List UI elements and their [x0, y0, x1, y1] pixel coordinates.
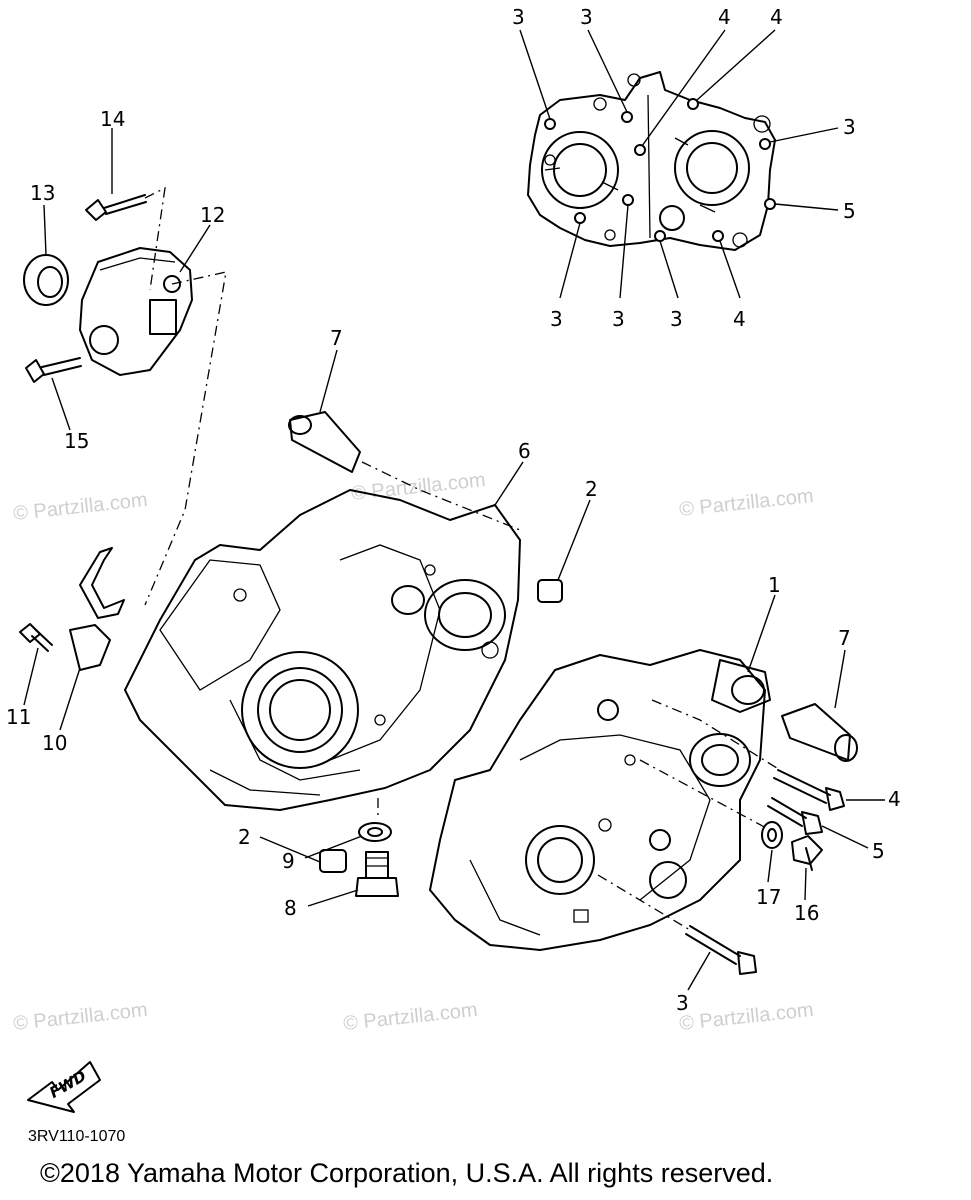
callout-3: 3: [512, 5, 525, 29]
callout-3: 3: [580, 5, 593, 29]
watermark-left: © Partzilla.com: [12, 489, 148, 525]
callout-1: 1: [768, 573, 781, 597]
fwd-label: FWD: [46, 1067, 89, 1102]
copyright-notice: ©2018 Yamaha Motor Corporation, U.S.A. A…: [40, 1158, 774, 1188]
callout-4: 4: [733, 307, 746, 331]
callout-7: 7: [838, 626, 851, 650]
callout-9: 9: [282, 849, 295, 873]
bolt-layout-leaders: [519, 29, 839, 299]
callout-15: 15: [64, 429, 89, 453]
callout-7: 7: [330, 326, 343, 350]
callout-4: 4: [770, 5, 783, 29]
watermark-bottom-center: © Partzilla.com: [342, 999, 478, 1035]
callout-8: 8: [284, 896, 297, 920]
callout-4: 4: [718, 5, 731, 29]
right-crankcase: [429, 594, 885, 991]
callout-10: 10: [42, 731, 67, 755]
callout-14: 14: [100, 107, 125, 131]
watermark-right: © Partzilla.com: [678, 485, 814, 521]
callout-12: 12: [200, 203, 225, 227]
callout-numbers: 3 3 4 4 3 5 3 3 3 4 14 13 12 15 7 6 2 1 …: [6, 5, 901, 1015]
callout-17: 17: [756, 885, 781, 909]
callout-3: 3: [843, 115, 856, 139]
watermark-bottom-right: © Partzilla.com: [678, 999, 814, 1035]
callout-5: 5: [843, 199, 856, 223]
callout-3: 3: [612, 307, 625, 331]
watermark-center: © Partzilla.com: [350, 469, 486, 505]
callout-2: 2: [585, 477, 598, 501]
bolt-layout-view: [519, 29, 839, 299]
callout-3: 3: [676, 991, 689, 1015]
watermark-bottom-left: © Partzilla.com: [12, 999, 148, 1035]
watermarks: © Partzilla.com © Partzilla.com © Partzi…: [12, 469, 814, 1035]
callout-13: 13: [30, 181, 55, 205]
callout-3: 3: [670, 307, 683, 331]
callout-5: 5: [872, 839, 885, 863]
diagram-code: 3RV110-1070: [28, 1128, 126, 1145]
bolt-markers: [544, 98, 776, 242]
callout-2: 2: [238, 825, 251, 849]
callout-11: 11: [6, 705, 31, 729]
callout-4: 4: [888, 787, 901, 811]
cover-assembly: [23, 128, 227, 606]
fwd-arrow: FWD: [27, 1061, 101, 1113]
callout-16: 16: [794, 901, 819, 925]
callout-3: 3: [550, 307, 563, 331]
callout-6: 6: [518, 439, 531, 463]
left-crankcase: [19, 349, 591, 907]
